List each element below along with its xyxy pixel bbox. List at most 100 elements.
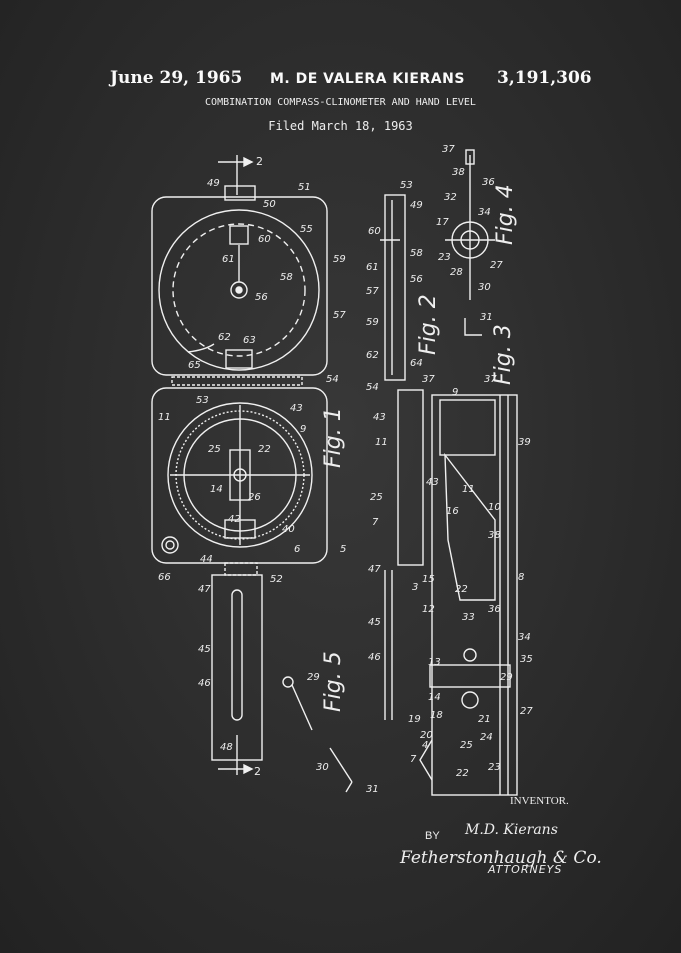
section-mark-top: 2: [256, 155, 263, 168]
ref-44: 44: [200, 554, 213, 565]
ref-58: 58: [280, 272, 293, 283]
ref-59-fig2: 59: [366, 317, 379, 328]
ref-14: 14: [210, 484, 223, 495]
pin-shaft: [291, 684, 313, 731]
ref-56: 56: [255, 292, 268, 303]
ref-37-fig2: 37: [422, 374, 435, 385]
housing-outer: [431, 394, 518, 796]
sighting-arm: [211, 574, 263, 761]
ref-23-fig4: 23: [438, 252, 451, 263]
section-mark-bottom: 2: [254, 765, 261, 778]
ref-38-fig4: 38: [452, 167, 465, 178]
ref-3: 3: [412, 582, 418, 593]
sight-knob: [224, 185, 256, 201]
ref-27-fig4: 27: [490, 260, 503, 271]
lid-slot-line: [187, 343, 215, 353]
ref-46-fig3: 46: [368, 652, 381, 663]
clamp-assembly: [429, 664, 511, 688]
ref-47: 47: [198, 584, 211, 595]
ref-54: 54: [326, 374, 339, 385]
ref-52: 52: [270, 574, 283, 585]
patent-title: COMBINATION COMPASS-CLINOMETER AND HAND …: [205, 97, 476, 108]
by-label: BY: [425, 830, 440, 842]
fig1-compass-top-view: [151, 155, 328, 775]
ref-53: 53: [196, 395, 209, 406]
attorney-firm-signature: Fetherstonhaugh & Co.: [400, 848, 602, 868]
ref-61-fig2: 61: [366, 262, 379, 273]
ref-37-fig3: 37: [484, 374, 497, 385]
ref-45: 45: [198, 644, 211, 655]
ref-56-fig2: 56: [410, 274, 423, 285]
ref-59: 59: [333, 254, 346, 265]
ref-18: 18: [430, 710, 443, 721]
ref-54-fig2: 54: [366, 382, 379, 393]
ref-14-fig3: 14: [428, 692, 441, 703]
ref-53-fig2: 53: [400, 180, 413, 191]
inventor-label: INVENTOR.: [510, 795, 569, 807]
ref-11-fig3: 11: [375, 437, 388, 448]
ref-16: 16: [446, 506, 459, 517]
ref-55: 55: [300, 224, 313, 235]
ref-27-fig3: 27: [520, 706, 533, 717]
ref-50: 50: [263, 199, 276, 210]
ref-6: 6: [294, 544, 300, 555]
ref-7-fig3: 7: [372, 517, 379, 528]
ref-40: 40: [282, 524, 295, 535]
screw-assembly: [461, 691, 479, 709]
eyepiece-end: [419, 739, 433, 781]
optical-path: [444, 452, 496, 601]
arrowhead-top: [243, 156, 254, 168]
lid-mirror-circle: [158, 209, 320, 371]
ref-63: 63: [243, 335, 256, 346]
ref-57: 57: [333, 310, 346, 321]
fig4-cap: [465, 149, 475, 165]
fig2-side-section: [380, 194, 406, 381]
fig2-label: Fig. 2: [416, 294, 441, 355]
fig5-sight-pin: [282, 676, 353, 793]
inventor-signature: M.D. Kierans: [465, 822, 558, 838]
wire-sight: [329, 747, 353, 783]
ref-12: 12: [422, 604, 435, 615]
ref-43-fig3: 43: [373, 412, 386, 423]
ref-43: 43: [290, 403, 303, 414]
ref-34-fig3: 34: [518, 632, 531, 643]
ref-36-fig4: 36: [482, 177, 495, 188]
bullseye-level-inner: [165, 540, 175, 550]
ref-37-fig4: 37: [442, 144, 455, 155]
filed-date: Filed March 18, 1963: [268, 119, 413, 133]
mirror-block: [439, 399, 496, 456]
ref-23-fig3: 23: [488, 762, 501, 773]
ref-15: 15: [422, 574, 435, 585]
arm-hinge: [224, 562, 258, 576]
ref-33: 33: [462, 612, 475, 623]
ref-47-fig3: 47: [368, 564, 381, 575]
ref-38-fig3: 38: [488, 530, 501, 541]
lid-window: [229, 225, 249, 245]
ref-43b-fig3: 43: [426, 477, 439, 488]
ref-66: 66: [158, 572, 171, 583]
ref-49-fig2: 49: [410, 200, 423, 211]
fig5-label: Fig. 5: [321, 651, 346, 712]
ref-17-fig4: 17: [436, 217, 449, 228]
ref-4: 4: [422, 740, 428, 751]
ref-25-fig3: 25: [370, 492, 383, 503]
lid-outline: [151, 196, 328, 376]
ref-11b-fig3: 11: [462, 484, 475, 495]
lid-section: [384, 194, 406, 381]
ref-13: 13: [428, 657, 441, 668]
ref-5: 5: [340, 544, 346, 555]
dial-outer: [167, 402, 313, 548]
ref-8: 8: [518, 572, 524, 583]
arm-slot: [231, 589, 243, 721]
ref-21: 21: [478, 714, 491, 725]
fig1-label: Fig. 1: [321, 407, 346, 468]
ref-9-fig3: 9: [452, 387, 458, 398]
ref-28-fig4: 28: [450, 267, 463, 278]
ref-30-fig4: 30: [478, 282, 491, 293]
ref-61: 61: [222, 254, 235, 265]
ref-20: 20: [420, 730, 433, 741]
lid-notch: [225, 349, 253, 369]
ref-26: 26: [248, 492, 261, 503]
ref-60-fig2: 60: [368, 226, 381, 237]
